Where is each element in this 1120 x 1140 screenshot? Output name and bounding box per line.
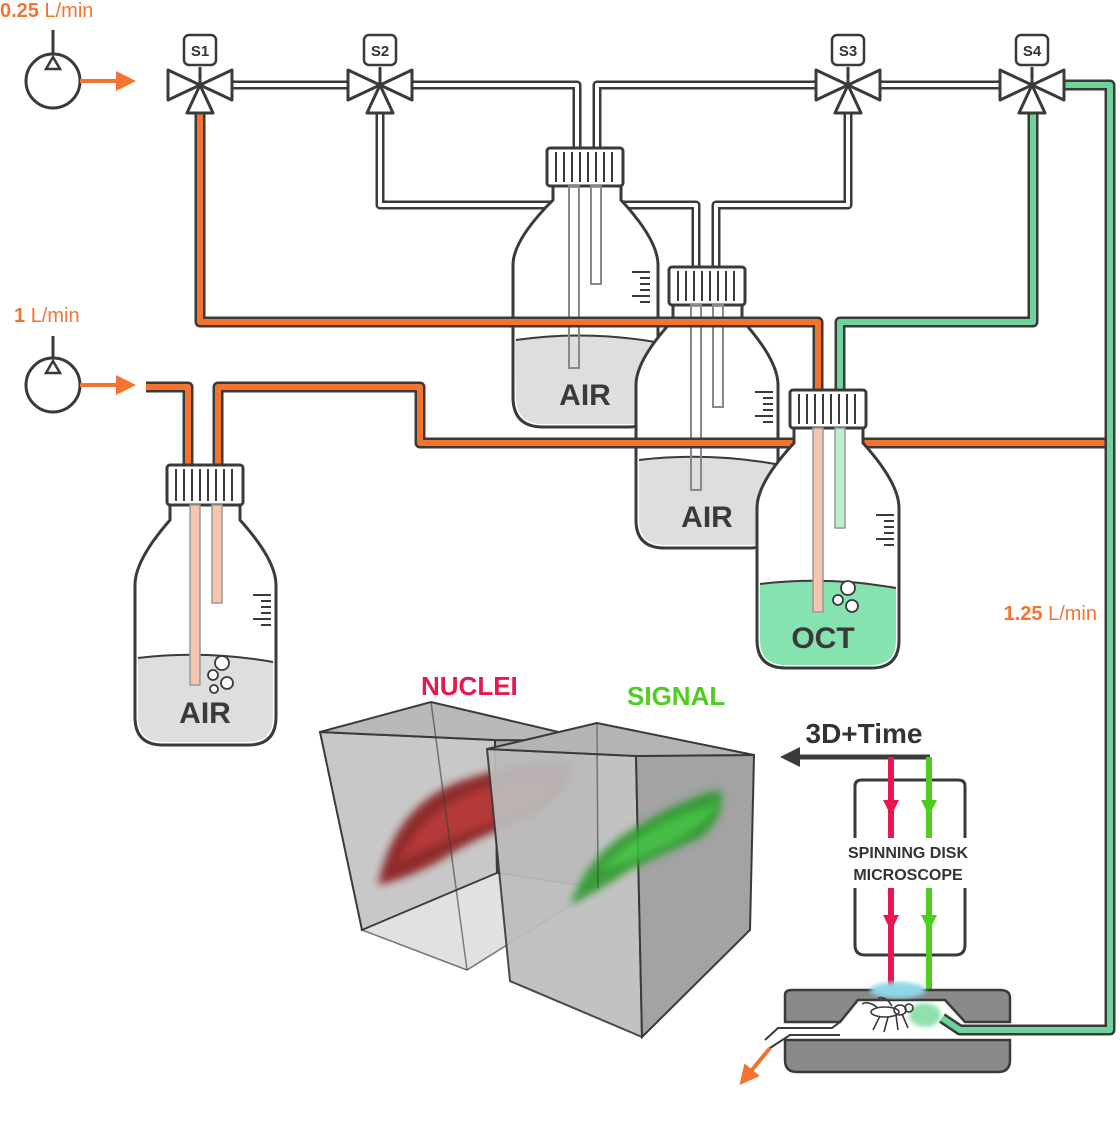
bottle-label-air-left: AIR — [179, 697, 231, 730]
green-tubes — [834, 79, 1116, 1036]
valve-tag-box — [1014, 33, 1050, 67]
three-way-valve-icon — [814, 67, 882, 115]
nuclei-label: NUCLEI — [421, 671, 518, 701]
bottle-label-air-middle: AIR — [681, 501, 733, 534]
bottle-label-air-back: AIR — [559, 379, 611, 412]
pump-icon — [24, 336, 82, 414]
valve-s2: S2 — [346, 33, 414, 115]
manifold-tubes — [232, 80, 1000, 268]
three-way-valve-icon — [166, 67, 234, 115]
air-bottle-left: AIR — [133, 463, 278, 747]
valve-s3: S3 — [814, 33, 882, 115]
valve-label: S3 — [839, 43, 857, 60]
valve-tag-box — [182, 33, 218, 67]
valve-s1: S1 — [166, 33, 234, 115]
signal-label: SIGNAL — [627, 681, 725, 711]
orange-tubes — [146, 112, 1110, 468]
acquisition-label: 3D+Time — [806, 718, 923, 749]
valve-label: S2 — [371, 43, 389, 60]
spinning-disk-microscope: SPINNING DISK MICROSCOPE — [828, 757, 988, 990]
combined-flow-label: 1.25 L/min — [1004, 603, 1097, 625]
pump-1: 0.25 L/min — [0, 0, 136, 110]
pump-1-flow-label: 0.25 L/min — [0, 0, 93, 22]
microscope-label-line1: SPINNING DISK — [848, 845, 968, 862]
three-way-valve-icon — [998, 67, 1066, 115]
valve-tag-box — [830, 33, 866, 67]
valve-label: S4 — [1023, 43, 1042, 60]
valve-tag-box — [362, 33, 398, 67]
flow-arrow-icon — [739, 1046, 772, 1086]
pump-2-flow-label: 1 L/min — [14, 305, 80, 327]
three-way-valve-icon — [346, 67, 414, 115]
bubble-icon — [207, 655, 234, 694]
fly-specimen-icon — [861, 996, 914, 1033]
valve-label: S1 — [191, 43, 209, 60]
bottle-label-oct: OCT — [791, 622, 854, 655]
valve-s4: S4 — [998, 33, 1066, 115]
pump-2: 1 L/min — [14, 305, 136, 414]
signal-volume — [485, 721, 756, 1040]
oct-bottle: OCT — [755, 388, 901, 670]
bubble-icon — [832, 580, 859, 613]
air-bottle-middle: AIR — [634, 265, 780, 550]
acquisition-arrow: 3D+Time — [780, 718, 930, 767]
valves: S1 S2 S3 S4 — [166, 33, 1066, 115]
microscope-label-line2: MICROSCOPE — [853, 867, 963, 884]
pump-icon — [24, 30, 82, 110]
sample-chamber — [739, 982, 1012, 1086]
air-bottle-back: AIR — [511, 146, 660, 429]
